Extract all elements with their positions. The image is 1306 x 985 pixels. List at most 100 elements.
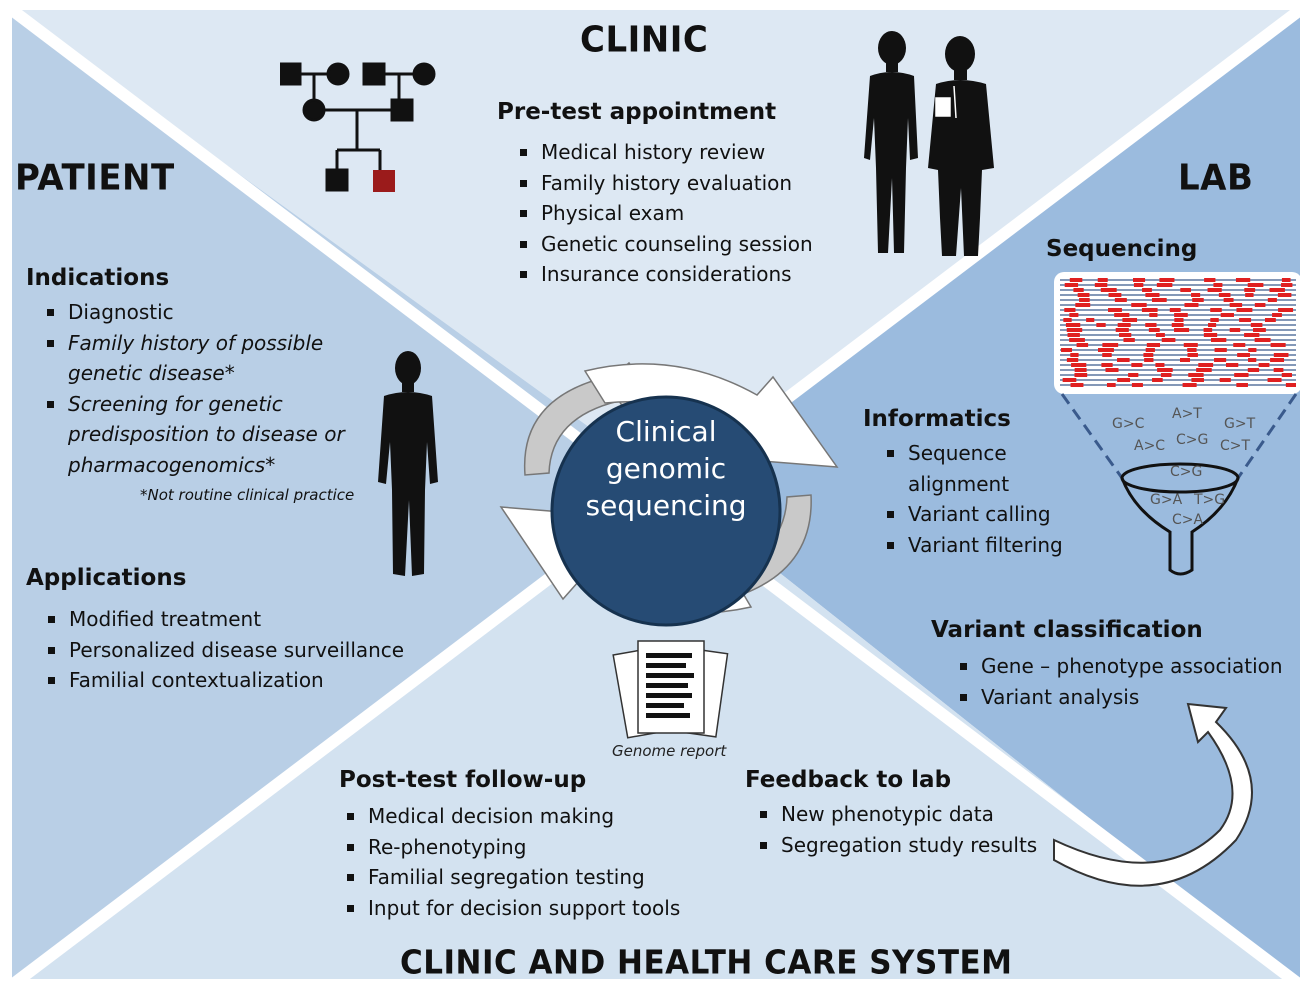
read-segment: [1213, 283, 1223, 287]
feedback-arrow-icon: [1053, 702, 1253, 887]
read-segment: [1066, 328, 1083, 332]
read-segment: [1142, 288, 1152, 292]
read-segment: [1145, 323, 1157, 327]
applications-heading: Applications: [26, 565, 187, 591]
read-segment: [1115, 328, 1129, 332]
footnote: *Not routine clinical practice: [140, 486, 355, 504]
read-segment: [1155, 363, 1165, 367]
read-segment: [1119, 333, 1132, 337]
read-segment: [1074, 368, 1087, 372]
read-segment: [1097, 278, 1108, 282]
variant-label: G>A: [1150, 492, 1183, 508]
variant-label: A>T: [1172, 406, 1202, 422]
read-segment: [1254, 303, 1266, 307]
read-segment: [1229, 303, 1243, 307]
list-item: Screening for genetic predisposition to …: [44, 389, 363, 481]
read-segment: [1210, 308, 1222, 312]
center-label-line: genomic: [605, 452, 727, 485]
list-item: Input for decision support tools: [344, 893, 680, 924]
read-segment: [1210, 338, 1227, 342]
read-segment: [1151, 298, 1167, 302]
variant-label: G>T: [1224, 416, 1256, 432]
sequencing-reads-funnel: G>C A>T G>T A>C C>G C>T C>G G>A T>G C>A: [1054, 272, 1302, 576]
read-segment: [1270, 358, 1285, 362]
informatics-heading: Informatics: [863, 406, 1011, 432]
list-item: Modified treatment: [45, 604, 404, 635]
read-segment: [1097, 348, 1114, 352]
list-item: Genetic counseling session: [517, 229, 813, 260]
read-segment: [1188, 373, 1204, 377]
read-segment: [1174, 318, 1184, 322]
read-lines: [1060, 278, 1296, 387]
read-segment: [1155, 333, 1165, 337]
read-segment: [1192, 298, 1204, 302]
read-segment: [1281, 278, 1291, 282]
read-segment: [1244, 333, 1260, 337]
patient-doctor-silhouette-icon: [864, 31, 994, 256]
read-segment: [1198, 363, 1214, 367]
read-segment: [1079, 298, 1090, 302]
list-item: Familial segregation testing: [344, 862, 680, 893]
post-test-heading: Post-test follow-up: [339, 767, 587, 793]
read-segment: [1219, 378, 1231, 382]
read-segment: [1258, 363, 1270, 367]
read-segment: [1234, 373, 1249, 377]
lab-title: LAB: [1178, 157, 1254, 199]
list-item: Insurance considerations: [517, 259, 813, 290]
read-segment: [1076, 343, 1089, 347]
read-segment: [1108, 308, 1122, 312]
read-segment: [1248, 358, 1257, 362]
read-segment: [1180, 288, 1191, 292]
read-segment: [1159, 278, 1175, 282]
variant-classification-list: Gene – phenotype association Variant ana…: [957, 651, 1283, 712]
read-segment: [1208, 323, 1217, 327]
list-item: Re-phenotyping: [344, 832, 680, 863]
center-label-line: sequencing: [585, 489, 747, 522]
variant-classification-heading: Variant classification: [931, 617, 1203, 643]
read-segment: [1264, 318, 1276, 322]
pre-test-list: Medical history review Family history ev…: [517, 137, 813, 290]
list-item: Diagnostic: [44, 297, 374, 328]
read-segment: [1171, 323, 1184, 327]
read-segment: [1233, 343, 1246, 347]
variant-label: C>G: [1170, 464, 1202, 480]
read-segment: [1182, 383, 1197, 387]
read-segment: [1174, 313, 1188, 317]
read-segment: [1133, 283, 1144, 287]
read-segment: [1169, 308, 1181, 312]
read-segment: [1235, 278, 1251, 282]
read-segment: [1073, 288, 1084, 292]
center-label: Clinical genomic sequencing: [552, 413, 780, 524]
center-circle: [550, 395, 782, 627]
patient-quadrant: [12, 10, 665, 985]
indications-heading: Indications: [26, 265, 170, 291]
read-segment: [1145, 348, 1155, 352]
read-segment: [1070, 353, 1079, 357]
read-segment: [1196, 368, 1212, 372]
read-segment: [1267, 378, 1282, 382]
read-segment: [1131, 363, 1143, 367]
read-segment: [1245, 293, 1254, 297]
read-segment: [1236, 308, 1253, 312]
genome-report-icon: [612, 640, 729, 739]
list-item: Gene – phenotype association: [957, 651, 1283, 682]
applications-list: Modified treatment Personalized disease …: [45, 604, 404, 696]
read-segment: [1077, 293, 1090, 297]
read-segment: [1066, 358, 1079, 362]
read-segment: [1064, 308, 1076, 312]
read-segment: [1225, 363, 1239, 367]
read-segment: [1102, 353, 1112, 357]
list-item: Variant analysis: [957, 682, 1283, 713]
read-segment: [1179, 358, 1190, 362]
read-segment: [1203, 328, 1213, 332]
read-segment: [1069, 338, 1085, 342]
read-segment: [1144, 358, 1154, 362]
read-segment: [1214, 348, 1227, 352]
list-item: Familial contextualization: [45, 665, 404, 696]
list-item: Medical history review: [517, 137, 813, 168]
read-segment: [1063, 318, 1072, 322]
read-segment: [1143, 353, 1154, 357]
pre-test-heading: Pre-test appointment: [497, 99, 777, 125]
sequencing-heading: Sequencing: [1046, 236, 1198, 262]
patient-title: PATIENT: [15, 157, 175, 199]
